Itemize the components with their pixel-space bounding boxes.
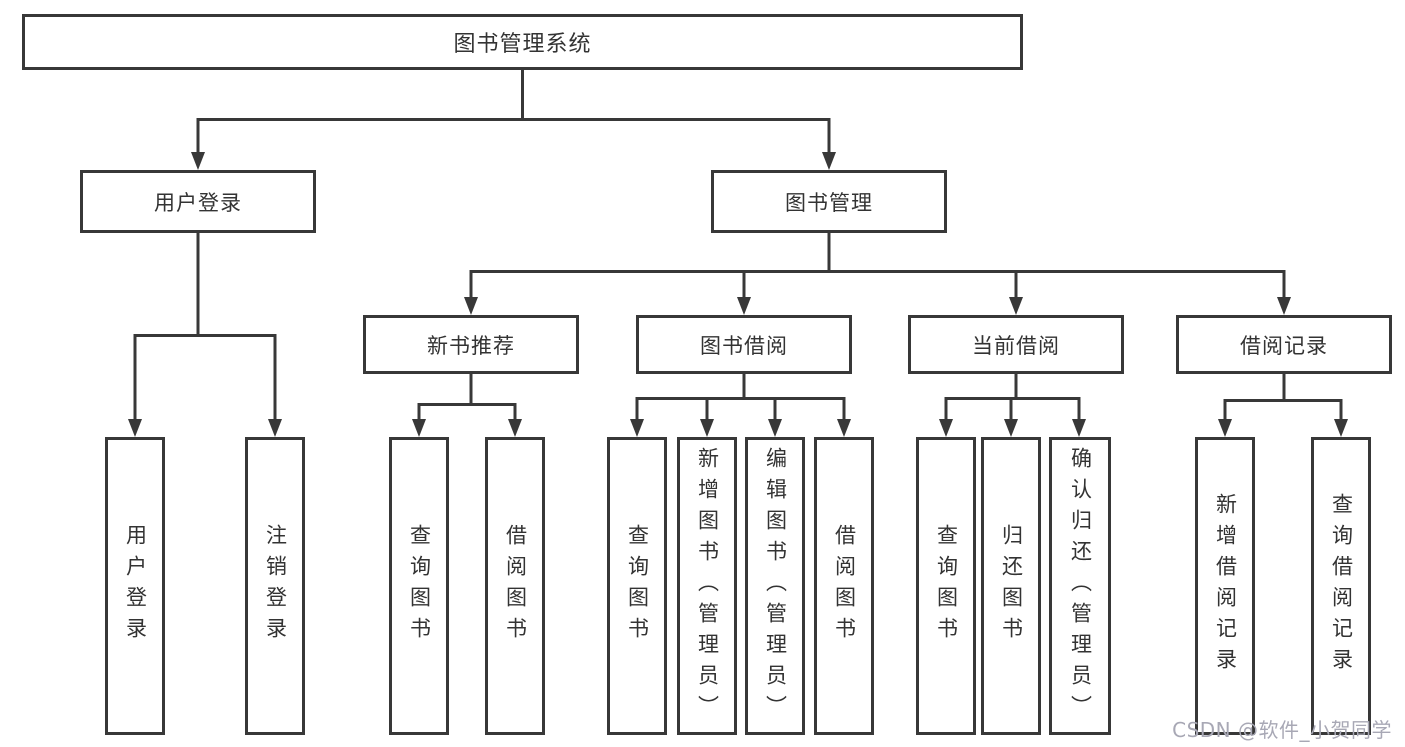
node-label: 图书借阅 <box>700 333 788 358</box>
connector-current-borrow-to-children <box>939 374 1086 437</box>
leaf-return-book: 归还图书 <box>981 437 1041 735</box>
leaf-query-book: 查询图书 <box>389 437 449 735</box>
leaf-query-book: 查询图书 <box>607 437 667 735</box>
connector-borrow-records-to-children <box>1218 374 1348 437</box>
node-label: 用户登录 <box>123 524 148 648</box>
node-label: 确认归还（管理员） <box>1068 446 1093 726</box>
leaf-borrow-book: 借阅图书 <box>485 437 545 735</box>
node-book-borrow: 图书借阅 <box>636 315 852 374</box>
node-label: 注销登录 <box>263 524 288 648</box>
leaf-edit-book-admin: 编辑图书（管理员） <box>745 437 805 735</box>
connector-book-borrow-to-children <box>630 374 851 437</box>
leaf-logout: 注销登录 <box>245 437 305 735</box>
leaf-borrow-book: 借阅图书 <box>814 437 874 735</box>
node-label: 图书管理 <box>785 190 873 215</box>
connector-book-management-to-level3 <box>464 233 1291 315</box>
node-user-login: 用户登录 <box>80 170 316 233</box>
node-label: 查询借阅记录 <box>1329 493 1354 679</box>
csdn-watermark: CSDN @软件_小贺同学 <box>1172 718 1392 742</box>
node-label: 当前借阅 <box>972 333 1060 358</box>
node-label: 借阅图书 <box>503 524 528 648</box>
node-label: 归还图书 <box>999 524 1024 648</box>
connector-user-login-to-children <box>128 233 282 437</box>
node-borrow-records: 借阅记录 <box>1176 315 1392 374</box>
node-label: 用户登录 <box>154 190 242 215</box>
node-label: 查询图书 <box>407 524 432 648</box>
connector-root-to-level2 <box>191 70 836 170</box>
leaf-user-login: 用户登录 <box>105 437 165 735</box>
connector-new-book-recommend-to-children <box>412 374 522 437</box>
node-library-management-system: 图书管理系统 <box>22 14 1023 70</box>
node-new-book-recommend: 新书推荐 <box>363 315 579 374</box>
node-label: 新增图书（管理员） <box>695 446 720 726</box>
leaf-query-borrow-record: 查询借阅记录 <box>1311 437 1371 735</box>
leaf-add-borrow-record: 新增借阅记录 <box>1195 437 1255 735</box>
leaf-add-book-admin: 新增图书（管理员） <box>677 437 737 735</box>
node-label: 编辑图书（管理员） <box>763 446 788 726</box>
node-label: 查询图书 <box>625 524 650 648</box>
leaf-confirm-return-admin: 确认归还（管理员） <box>1049 437 1111 735</box>
node-label: 新书推荐 <box>427 333 515 358</box>
node-book-management: 图书管理 <box>711 170 947 233</box>
node-label: 查询图书 <box>934 524 959 648</box>
node-label: 借阅记录 <box>1240 333 1328 358</box>
node-label: 借阅图书 <box>832 524 857 648</box>
node-label: 图书管理系统 <box>453 32 592 57</box>
leaf-query-book: 查询图书 <box>916 437 976 735</box>
node-label: 新增借阅记录 <box>1213 493 1238 679</box>
node-current-borrow: 当前借阅 <box>908 315 1124 374</box>
